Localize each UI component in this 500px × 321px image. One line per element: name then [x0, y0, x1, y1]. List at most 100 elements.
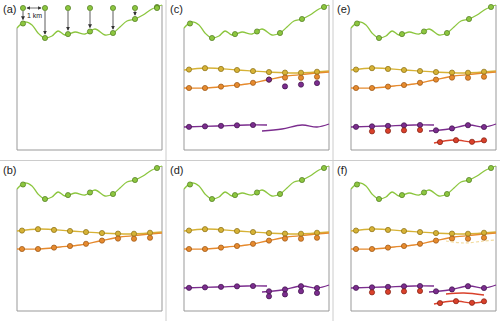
- layer-point: [99, 238, 104, 243]
- panel-label: (c): [170, 4, 183, 15]
- surface-point: [42, 196, 47, 201]
- surface-point: [321, 4, 326, 9]
- surface-point: [444, 191, 449, 196]
- layer-point: [250, 122, 255, 127]
- model-panel: [351, 165, 496, 311]
- layer-point: [51, 245, 56, 250]
- scale-arrow: [27, 8, 41, 9]
- surface-line: [351, 166, 496, 199]
- surface-point: [354, 182, 359, 187]
- surface-point: [299, 16, 304, 21]
- layer-point: [186, 85, 191, 90]
- layer-point: [298, 75, 303, 80]
- layer-point: [202, 246, 207, 251]
- layer-point: [385, 123, 390, 128]
- layer-point: [298, 289, 303, 294]
- surface-point: [277, 30, 282, 35]
- layer-point: [449, 231, 454, 236]
- layer-point: [131, 236, 136, 241]
- layer-point: [202, 66, 207, 71]
- layer-point: [298, 82, 303, 87]
- layer-point: [417, 283, 422, 288]
- layer-point: [19, 246, 24, 251]
- layer-point: [417, 288, 422, 293]
- layer-point: [266, 238, 271, 243]
- model-box: [17, 5, 162, 150]
- layer-point: [51, 227, 56, 232]
- layer-point: [266, 77, 271, 82]
- surface-point: [132, 16, 137, 21]
- layer-line: [262, 124, 329, 131]
- projection-arrow: [113, 11, 114, 29]
- panel-label: (d): [170, 165, 183, 176]
- surface-point: [20, 21, 25, 26]
- surface-point: [65, 31, 70, 36]
- layer-point: [250, 80, 255, 85]
- layer-point: [131, 231, 136, 236]
- layer-point: [481, 124, 486, 129]
- layer-point: [369, 290, 374, 295]
- layer-point: [465, 123, 470, 128]
- layer-point: [353, 67, 358, 72]
- layer-point: [266, 230, 271, 235]
- layer-point: [469, 139, 474, 144]
- model-box: [351, 5, 496, 150]
- source-point: [42, 5, 47, 10]
- panel-label: (b): [3, 165, 16, 176]
- layer-point: [186, 67, 191, 72]
- layer-point: [481, 299, 486, 304]
- layer-point: [35, 227, 40, 232]
- layer-point: [250, 283, 255, 288]
- layer-line: [429, 285, 496, 292]
- layer-point: [202, 85, 207, 90]
- layer-point: [266, 289, 271, 294]
- layer-point: [437, 140, 442, 145]
- layer-point: [417, 122, 422, 127]
- model-box: [351, 166, 496, 311]
- projection-arrow: [135, 11, 136, 15]
- layer-point: [234, 82, 239, 87]
- layer-point: [202, 227, 207, 232]
- surface-point: [421, 190, 426, 195]
- layer-point: [353, 124, 358, 129]
- layer-point: [353, 285, 358, 290]
- layer-point: [465, 231, 470, 236]
- projection-arrow: [23, 11, 24, 20]
- layer-point: [449, 70, 454, 75]
- layer-point: [186, 228, 191, 233]
- layer-point: [433, 69, 438, 74]
- layer-point: [369, 85, 374, 90]
- surface-point: [65, 193, 70, 198]
- layer-point: [83, 241, 88, 246]
- layer-point: [282, 292, 287, 297]
- panel-label: (f): [337, 165, 347, 176]
- layer-point: [449, 287, 454, 292]
- surface-point: [232, 31, 237, 36]
- layer-point: [353, 228, 358, 233]
- surface-point: [232, 193, 237, 198]
- surface-point: [87, 190, 92, 195]
- layer-point: [35, 246, 40, 251]
- layer-point: [99, 230, 104, 235]
- layer-point: [250, 229, 255, 234]
- layer-point: [186, 246, 191, 251]
- layer-point: [401, 128, 406, 133]
- layer-point: [202, 124, 207, 129]
- surface-point: [466, 177, 471, 182]
- layer-point: [401, 123, 406, 128]
- surface-point: [42, 35, 47, 40]
- model-box: [184, 5, 329, 150]
- layer-point: [453, 299, 458, 304]
- surface-point: [299, 177, 304, 182]
- surface-point: [132, 177, 137, 182]
- layer-point: [417, 80, 422, 85]
- projection-arrow: [45, 11, 46, 34]
- layer-point: [417, 229, 422, 234]
- layer-point: [115, 231, 120, 236]
- layer-point: [433, 128, 438, 133]
- layer-point: [449, 75, 454, 80]
- surface-point: [399, 31, 404, 36]
- source-point: [110, 5, 115, 10]
- layer-point: [19, 228, 24, 233]
